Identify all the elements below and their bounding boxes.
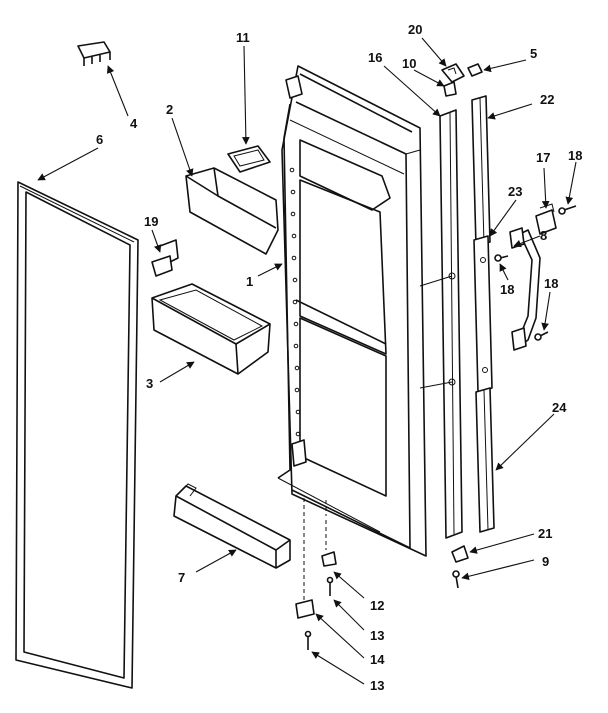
clip-10 [443,81,457,97]
screw-13a [326,576,334,596]
label-13b: 13 [370,678,384,693]
cap-5 [467,63,483,77]
dairy-cover [185,167,279,255]
label-12: 12 [370,598,384,613]
top-clip [77,41,111,66]
small-bracket [151,239,179,277]
label-21: 21 [538,526,552,541]
label-19: 19 [144,214,158,229]
label-23: 23 [508,184,522,199]
label-22: 22 [540,92,554,107]
label-9: 9 [542,554,549,569]
leader-lines [37,37,577,685]
small-cap [227,145,271,173]
label-1: 1 [246,274,253,289]
label-6: 6 [96,132,103,147]
label-17: 17 [536,150,550,165]
bracket-21 [451,545,469,563]
label-14: 14 [370,652,385,667]
label-3: 3 [146,376,153,391]
label-18b: 18 [500,282,514,297]
screw-18c [534,331,549,341]
label-18c: 18 [544,276,558,291]
handle-cap [535,203,557,235]
screw-13b [304,630,312,650]
handle-mount-strip [473,235,493,393]
screw-18a [558,205,577,215]
label-4: 4 [130,116,138,131]
callout-labels: 4 6 11 2 19 1 3 7 16 10 20 5 22 17 18 23… [96,22,582,693]
door-liner [277,65,427,557]
hinge-14 [295,498,315,619]
trim-strip-left [439,109,463,539]
screw-18b [494,254,509,262]
hinge-pin-12 [321,520,337,567]
label-18a: 18 [568,148,582,163]
door-shelf-bin [173,483,291,569]
dairy-bin [151,283,271,375]
label-5: 5 [530,46,537,61]
label-11: 11 [236,30,250,45]
label-10: 10 [402,56,416,71]
label-8: 8 [540,228,547,243]
label-7: 7 [178,570,185,585]
screw-9 [452,570,460,589]
upper-handle-trim [471,95,491,247]
lower-trim [475,387,495,533]
door-gasket [15,181,139,689]
label-2: 2 [166,102,173,117]
label-24: 24 [552,400,567,415]
label-13a: 13 [370,628,384,643]
clip-20 [441,63,465,83]
label-20: 20 [408,22,422,37]
label-16: 16 [368,50,382,65]
